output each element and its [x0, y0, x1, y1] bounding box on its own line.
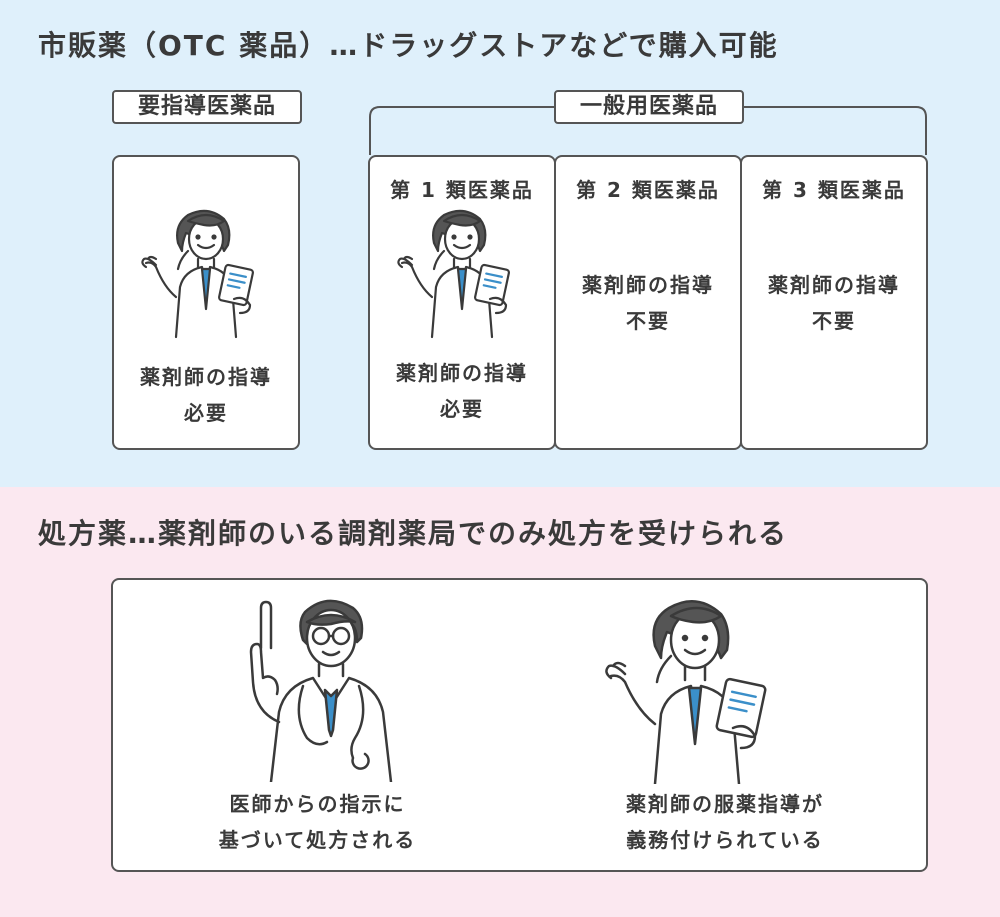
pharmacist-line2: 義務付けられている	[626, 828, 824, 852]
otc-heading: 市販薬（OTC 薬品）…ドラッグストアなどで購入可能	[38, 29, 779, 62]
guidance-line1: 薬剤師の指導	[140, 365, 272, 389]
class3-title: 第 3 類医薬品	[762, 178, 906, 202]
guidance-drug-label: 要指導医薬品	[112, 90, 302, 124]
pharmacist-illustration-icon	[397, 209, 510, 339]
doctor-illustration-icon	[249, 599, 393, 782]
class2-card: 第 2 類医薬品 薬剤師の指導 不要	[554, 155, 742, 450]
class1-line2: 必要	[440, 397, 484, 421]
general-drug-label: 一般用医薬品	[554, 90, 744, 124]
class3-card: 第 3 類医薬品 薬剤師の指導 不要	[740, 155, 928, 450]
class2-line2: 不要	[626, 309, 670, 333]
class1-line1: 薬剤師の指導	[396, 361, 528, 385]
class3-line1: 薬剤師の指導	[768, 273, 900, 297]
guidance-line2: 必要	[184, 401, 228, 425]
rx-box: 医師からの指示に 基づいて処方される 薬剤師の服薬指導が 義務付けられている	[111, 578, 928, 872]
pharmacist-line1: 薬剤師の服薬指導が	[626, 792, 824, 816]
rx-heading: 処方薬…薬剤師のいる調剤薬局でのみ処方を受けられる	[38, 517, 789, 550]
doctor-line1: 医師からの指示に	[229, 792, 406, 816]
pharmacist-illustration-icon	[605, 600, 767, 784]
general-drug-bracket	[369, 106, 927, 155]
class1-card: 第 1 類医薬品 薬剤師の指導 必要	[368, 155, 556, 450]
guidance-card: 薬剤師の指導 必要	[112, 155, 300, 450]
class1-title: 第 1 類医薬品	[390, 178, 534, 202]
pharmacist-illustration-icon	[141, 209, 254, 339]
class2-line1: 薬剤師の指導	[582, 273, 714, 297]
class2-title: 第 2 類医薬品	[576, 178, 720, 202]
class3-line2: 不要	[812, 309, 856, 333]
doctor-line2: 基づいて処方される	[218, 828, 417, 852]
